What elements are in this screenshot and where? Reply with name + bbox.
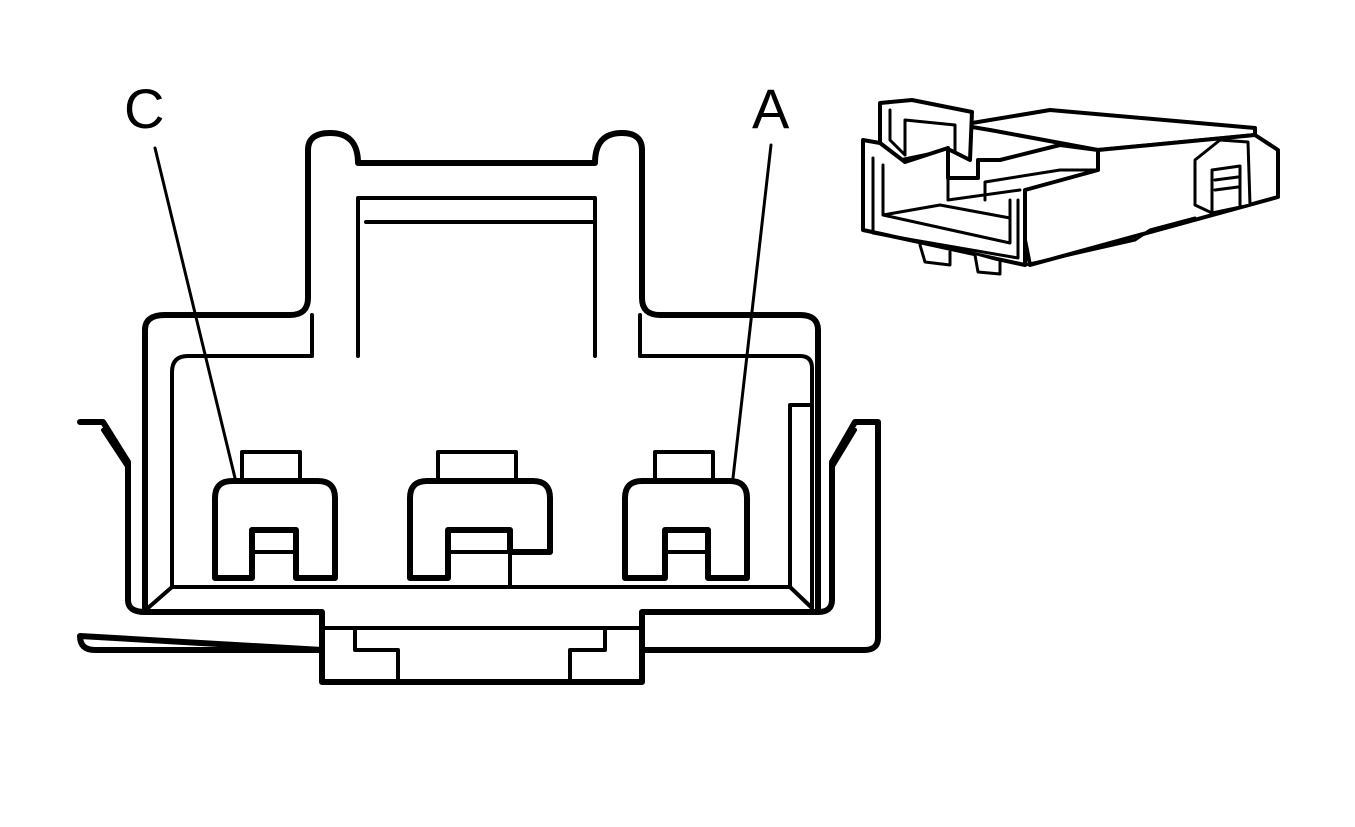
iso-front-opening: [871, 156, 1020, 260]
connector-isometric-view: [861, 98, 1280, 276]
iso-inner-blocks: [946, 168, 1100, 202]
leader-line-c: [153, 146, 237, 480]
terminal-a: [622, 450, 750, 581]
pin-label-a: A: [752, 77, 790, 140]
iso-latch-inner: [888, 108, 957, 157]
terminal-b: [407, 450, 553, 587]
polarizing-rib: [788, 403, 814, 589]
connector-cavity-outline: [146, 196, 814, 610]
pin-label-c: C: [124, 77, 164, 140]
connector-face-view: C A: [77, 77, 881, 685]
terminal-c: [212, 450, 338, 581]
leader-line-a: [731, 143, 773, 480]
connector-body-outline: [142, 130, 821, 615]
iso-bottom-feet: [918, 243, 1002, 276]
iso-bottom-edge: [1023, 216, 1197, 267]
latch-slot: [310, 313, 642, 358]
iso-side-latch: [1193, 138, 1252, 215]
iso-side-latch-detail: [1210, 164, 1242, 215]
iso-front-box: [861, 138, 1100, 267]
cavity-floor: [170, 585, 814, 610]
connector-housing-outline: [77, 419, 881, 685]
bottom-tab-detail: [320, 626, 644, 684]
right-wing-inner: [830, 428, 857, 470]
left-wing-inner: [101, 428, 130, 470]
